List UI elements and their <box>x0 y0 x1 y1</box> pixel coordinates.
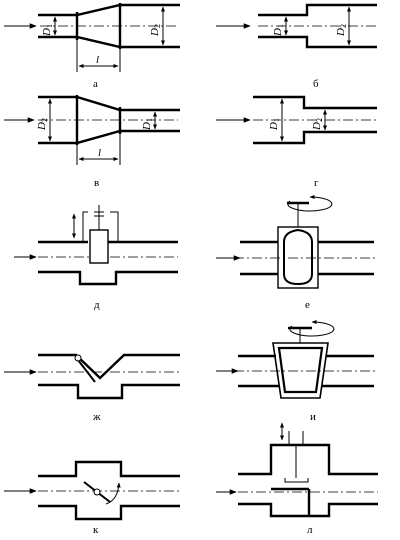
label-a: а <box>93 78 98 90</box>
gate-plate <box>89 229 109 264</box>
valve-disc <box>284 478 309 483</box>
fig-v-gradual-contraction: D2 D1 l в <box>4 95 180 189</box>
svg-text:D2: D2 <box>36 118 49 131</box>
fig-i-plug-cock: и <box>216 320 378 423</box>
plug <box>283 228 313 286</box>
fig-a-gradual-expansion: D1 D2 l а <box>4 3 180 90</box>
flap-disc <box>77 359 96 383</box>
fig-zh-flap-valve: ж <box>4 353 180 423</box>
label-zh: ж <box>92 411 101 423</box>
cock-plug <box>277 346 324 394</box>
label-g: г <box>314 177 319 189</box>
label-k: к <box>93 524 99 536</box>
svg-text:D1: D1 <box>268 118 281 131</box>
fig-e-plug-valve: е <box>216 195 378 311</box>
dim-length: l <box>96 54 99 66</box>
rotation-arrow <box>287 195 333 212</box>
fig-d-gate-valve: д <box>14 205 178 311</box>
dim-length: l <box>98 147 101 159</box>
fig-l-globe-valve: л <box>216 422 378 536</box>
label-v: в <box>94 177 99 189</box>
svg-text:D1: D1 <box>141 118 154 131</box>
cock-body <box>272 342 329 399</box>
label-b: б <box>313 78 319 90</box>
fig-g-sudden-contraction: D1 D2 г <box>216 95 377 189</box>
label-d: д <box>94 299 100 311</box>
svg-text:D2: D2 <box>311 118 324 131</box>
label-e: е <box>305 299 310 311</box>
svg-text:D1: D1 <box>41 24 54 37</box>
svg-text:D2: D2 <box>149 24 162 37</box>
svg-text:D2: D2 <box>335 24 348 37</box>
fig-k-butterfly-valve: к <box>4 460 180 536</box>
label-l: л <box>307 524 313 536</box>
svg-text:D1: D1 <box>272 24 285 37</box>
label-i: и <box>310 411 316 423</box>
rotation-arrow <box>289 320 335 337</box>
fig-b-sudden-expansion: D1 D2 б <box>216 3 377 90</box>
